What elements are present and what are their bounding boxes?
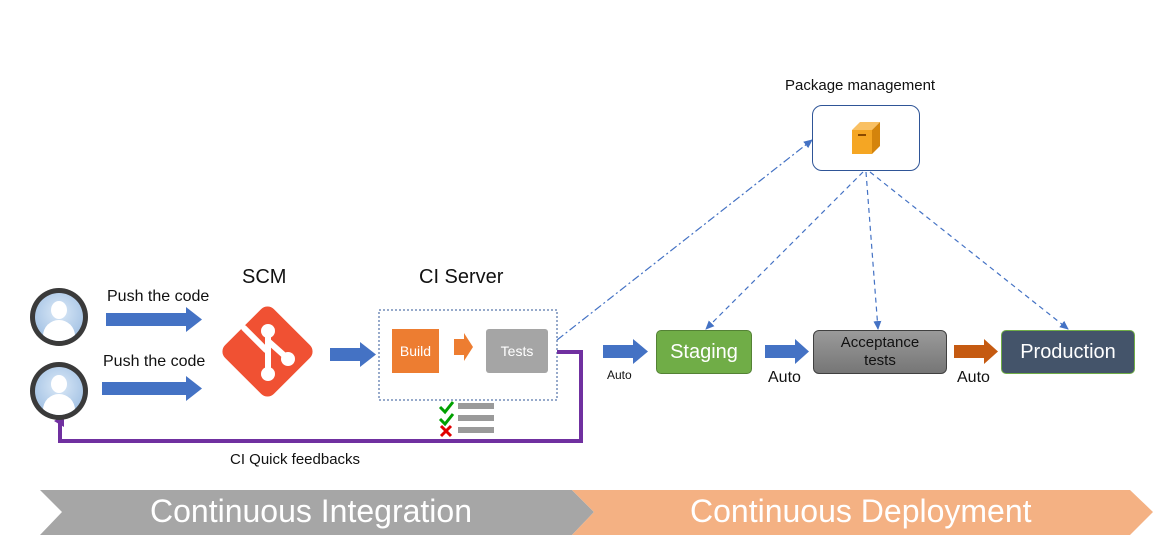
- build-to-tests-arrow: [454, 333, 473, 361]
- server-to-staging-arrow: [603, 339, 648, 364]
- check-icon: [438, 401, 455, 415]
- auto-label-1: Auto: [607, 368, 632, 382]
- scm-to-server-arrow: [330, 342, 376, 367]
- ci-banner-shape: [40, 490, 594, 535]
- push-arrow-1: [106, 307, 202, 332]
- package-to-production-connector: [869, 171, 1069, 330]
- cd-banner-shape: [572, 490, 1153, 535]
- feedback-loop-line: [54, 350, 583, 443]
- package-box-icon: [852, 122, 880, 154]
- push-label-2: Push the code: [103, 353, 206, 370]
- scm-label: SCM: [242, 266, 287, 288]
- user-icon: [35, 367, 83, 415]
- list-line-icon: [458, 427, 494, 433]
- package-management-label: Package management: [785, 77, 936, 94]
- ci-server-frame: [378, 309, 558, 401]
- check-icon: [438, 413, 455, 427]
- package-to-staging-connector: [705, 171, 864, 330]
- staging-to-acceptance-arrow: [765, 339, 809, 364]
- cd-banner-title: Continuous Deployment: [690, 493, 1032, 529]
- auto-label-3: Auto: [957, 369, 990, 386]
- build-step: Build: [392, 329, 439, 373]
- list-line-icon: [458, 403, 494, 409]
- server-to-package-connector: [556, 139, 813, 341]
- ci-banner-title: Continuous Integration: [150, 493, 472, 529]
- user-icon: [35, 293, 83, 341]
- staging-stage: Staging: [656, 330, 752, 374]
- production-stage: Production: [1001, 330, 1135, 374]
- acceptance-to-production-arrow: [954, 339, 998, 364]
- package-management-box: [812, 105, 920, 171]
- push-label-1: Push the code: [107, 288, 210, 305]
- user-avatar-1: [30, 288, 88, 346]
- acceptance-tests-stage: Acceptance tests: [813, 330, 947, 374]
- cross-icon: [439, 424, 453, 438]
- tests-step: Tests: [486, 329, 548, 373]
- test-results-icon: [438, 401, 494, 438]
- user-avatar-2: [30, 362, 88, 420]
- push-arrow-2: [102, 376, 202, 401]
- list-line-icon: [458, 415, 494, 421]
- git-icon: [222, 306, 313, 397]
- package-to-acceptance-connector: [865, 171, 882, 330]
- ci-server-label: CI Server: [419, 266, 504, 288]
- feedback-label: CI Quick feedbacks: [230, 451, 361, 468]
- auto-label-2: Auto: [768, 369, 801, 386]
